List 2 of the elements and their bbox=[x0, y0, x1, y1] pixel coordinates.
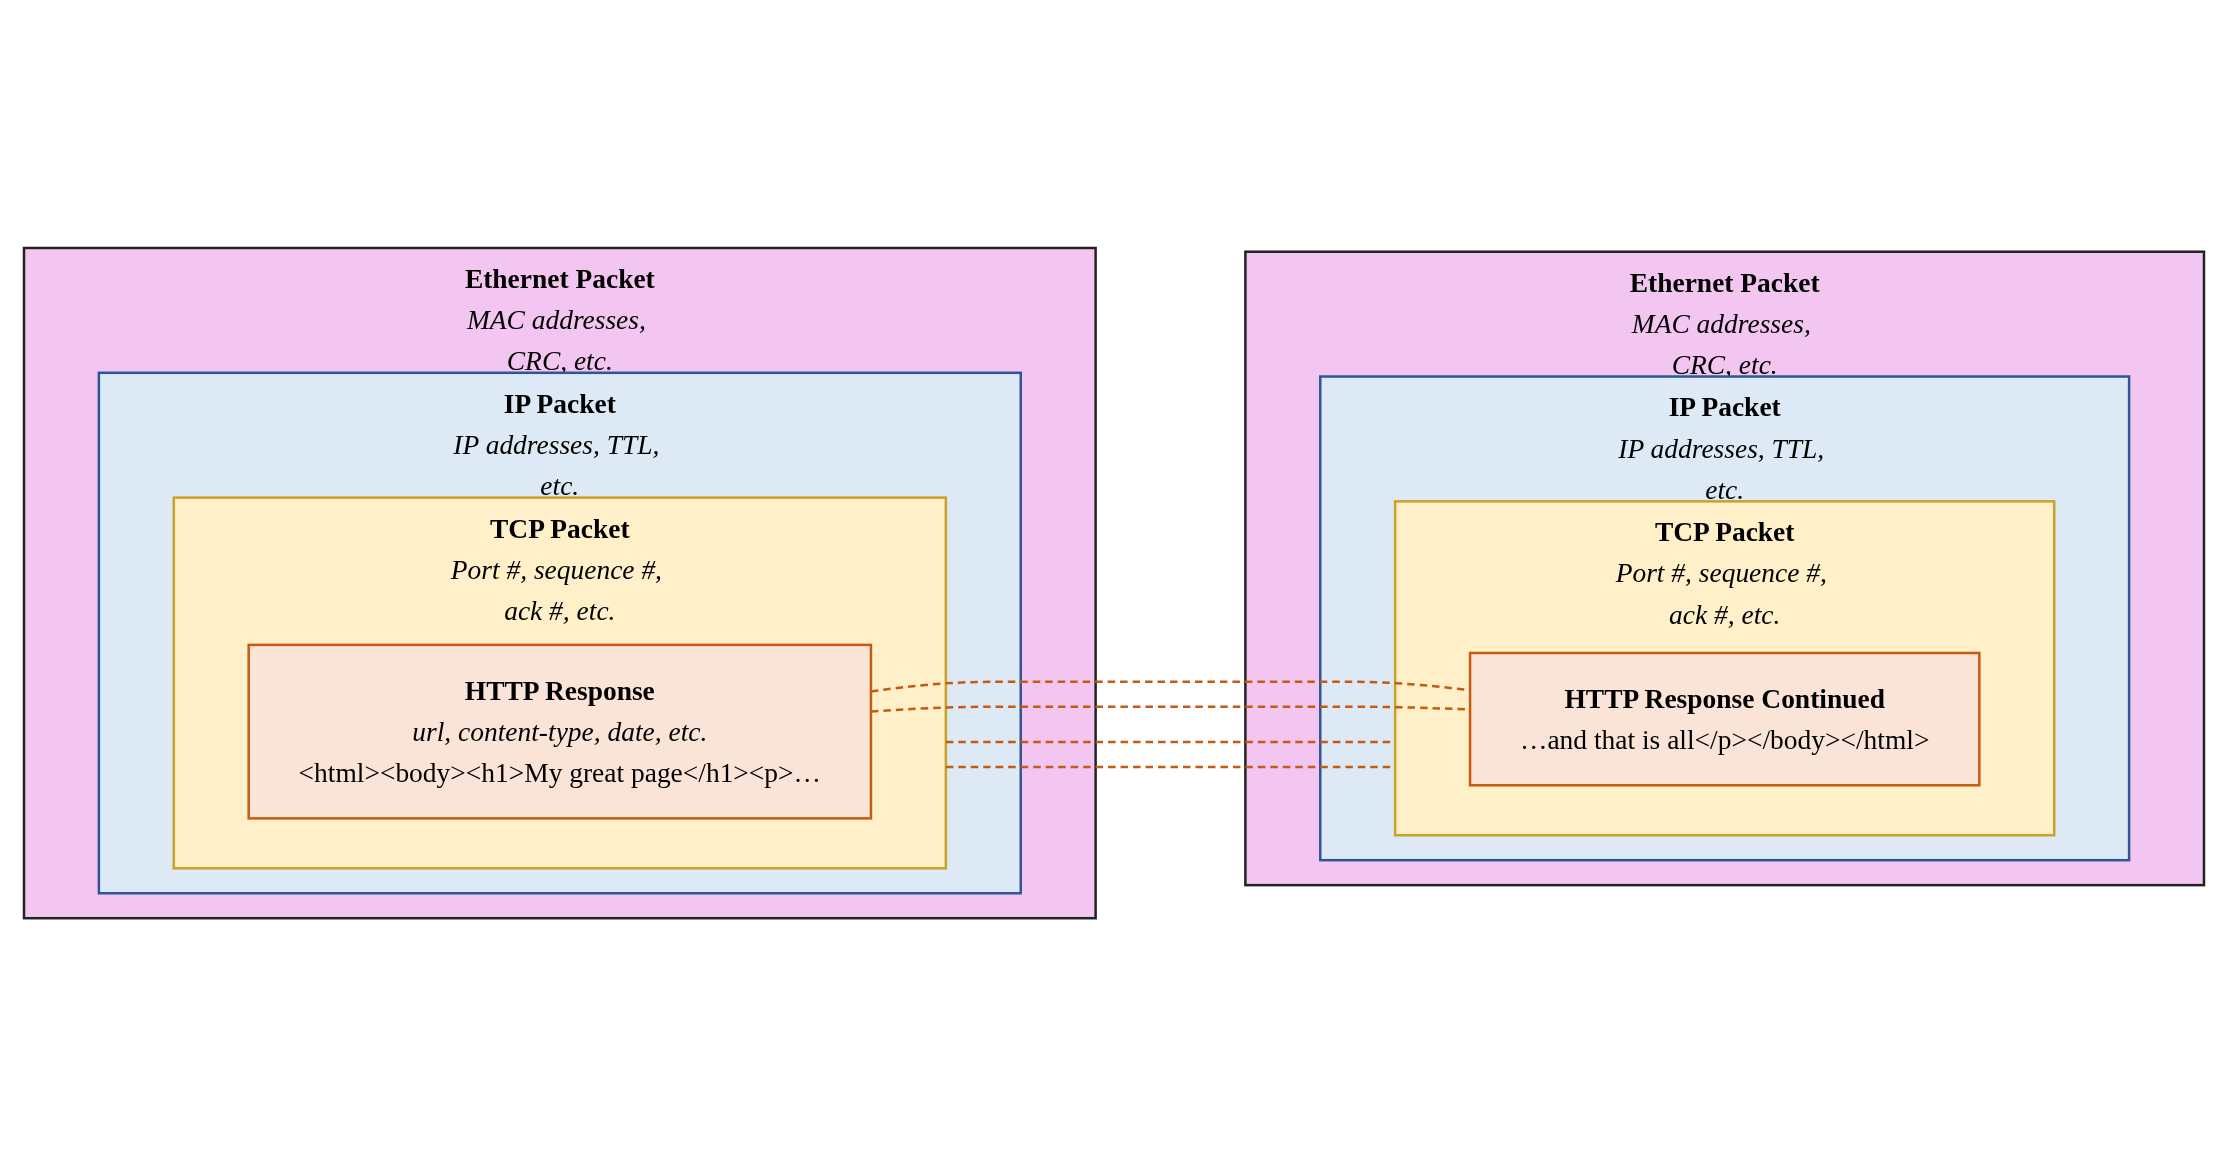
node-box: HTTP Response Continued …and that is all</p></body></html> bbox=[1468, 652, 1981, 787]
node-box: HTTP Response url, content-type, date, etc. <html><body><h1>My great page</h1><p>… bbox=[247, 644, 873, 820]
